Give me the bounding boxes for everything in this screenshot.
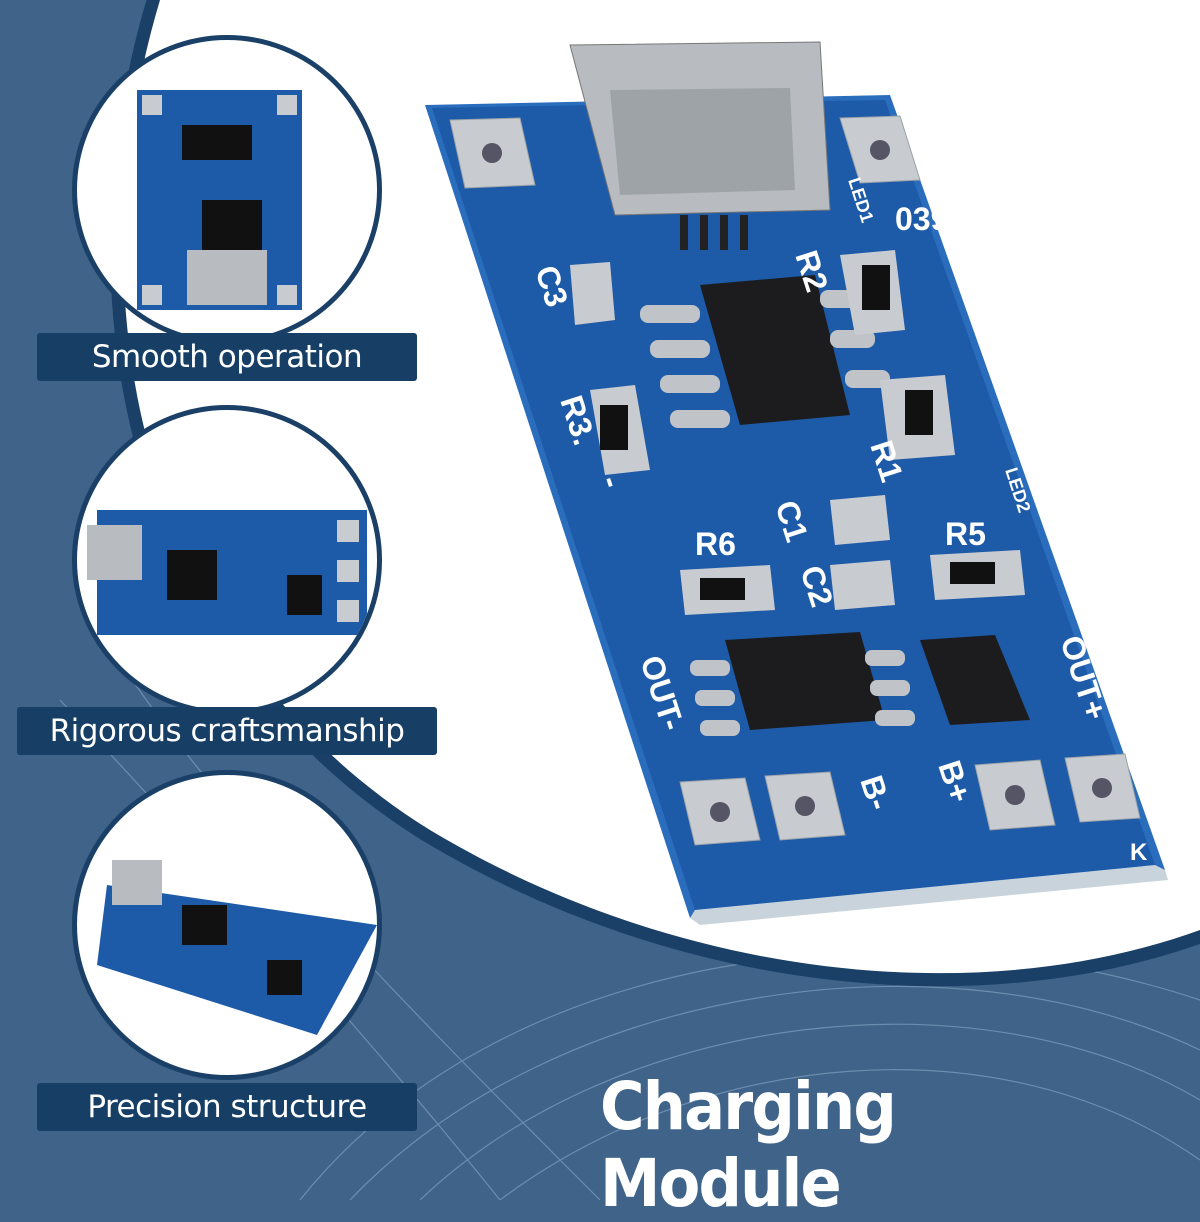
feature-label-precision-structure: Precision structure xyxy=(37,1083,417,1131)
pcb-angled-view-image xyxy=(97,860,377,1035)
pcb-label-r5: R5 xyxy=(945,516,986,552)
pcb-top-view-image xyxy=(137,90,302,310)
main-pcb-image: 03962A OUT+ OUT- B+ B- R1 R2 R3. R5 R6 C… xyxy=(425,41,1168,925)
feature-image-circle-2 xyxy=(72,405,382,715)
feature-label-smooth-operation: Smooth operation xyxy=(37,333,417,381)
pcb-label-plus: 03962A xyxy=(895,201,1007,237)
pcb-label-k: K xyxy=(1130,839,1148,866)
product-title: Charging Module xyxy=(600,1068,897,1222)
feature-image-circle-1 xyxy=(72,35,382,345)
pcb-label-r6: R6 xyxy=(695,526,736,562)
pcb-side-view-image xyxy=(87,510,367,635)
feature-image-circle-3 xyxy=(72,770,382,1080)
feature-label-rigorous-craftsmanship: Rigorous craftsmanship xyxy=(17,707,437,755)
